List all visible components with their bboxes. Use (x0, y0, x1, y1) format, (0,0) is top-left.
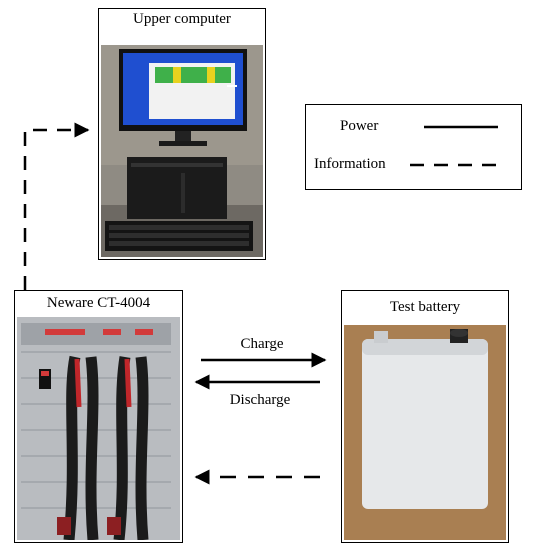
test-battery-node: Test battery (341, 290, 509, 543)
test-battery-title: Test battery (389, 299, 461, 315)
legend-box: Power Information (305, 104, 522, 190)
computer-illustration (101, 45, 263, 257)
legend-information-label: Information (314, 156, 386, 172)
upper-computer-photo (101, 45, 263, 257)
neware-title: Neware CT-4004 (46, 295, 151, 311)
legend-power-label: Power (340, 118, 379, 134)
upper-computer-node: Upper computer (98, 8, 266, 260)
battery-illustration (344, 325, 506, 540)
test-battery-photo (344, 325, 506, 540)
info-arrow-neware-to-computer (23, 122, 90, 290)
charge-label: Charge (240, 336, 284, 352)
cabinet-illustration (17, 317, 180, 540)
legend-swatches (410, 125, 500, 167)
discharge-label: Discharge (229, 392, 291, 408)
neware-node: Neware CT-4004 (14, 290, 183, 543)
upper-computer-title: Upper computer (133, 11, 231, 27)
neware-photo (17, 317, 180, 540)
